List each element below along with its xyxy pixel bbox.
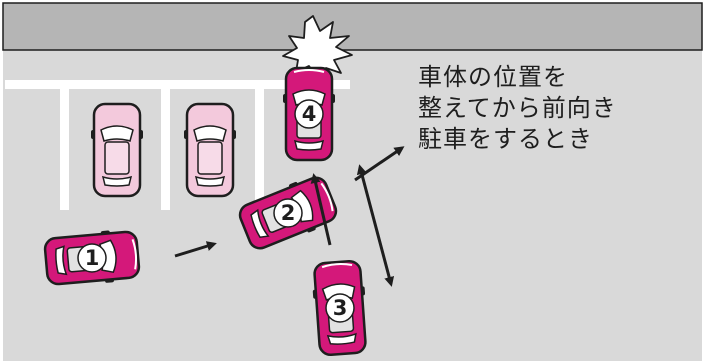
step-number-3: 3 [333,296,348,320]
caption-text: 車体の位置を 整えてから前向き 駐車をするとき [418,62,698,155]
caption-line-3: 駐車をするとき [418,125,593,153]
step-number-4: 4 [302,102,317,126]
caption-line-1: 車体の位置を [418,63,568,91]
back-wall [2,2,703,51]
car-position-4: 4 [281,66,337,162]
parked-car-left [89,102,145,198]
car-position-1: 1 [42,226,142,290]
arrow-3-to-4 [310,173,332,246]
car-position-3: 3 [309,259,371,357]
caption-line-2: 整えてから前向き [418,94,617,122]
step-number-2: 2 [281,201,296,225]
arrow-back-and-forth [356,164,395,287]
car-position-2: 2 [234,170,342,256]
parked-car-right [182,102,238,198]
step-number-1: 1 [85,246,100,270]
movement-arrow-icon [174,146,405,287]
parking-lines [5,80,350,210]
arrow-1-to-2 [174,241,217,258]
